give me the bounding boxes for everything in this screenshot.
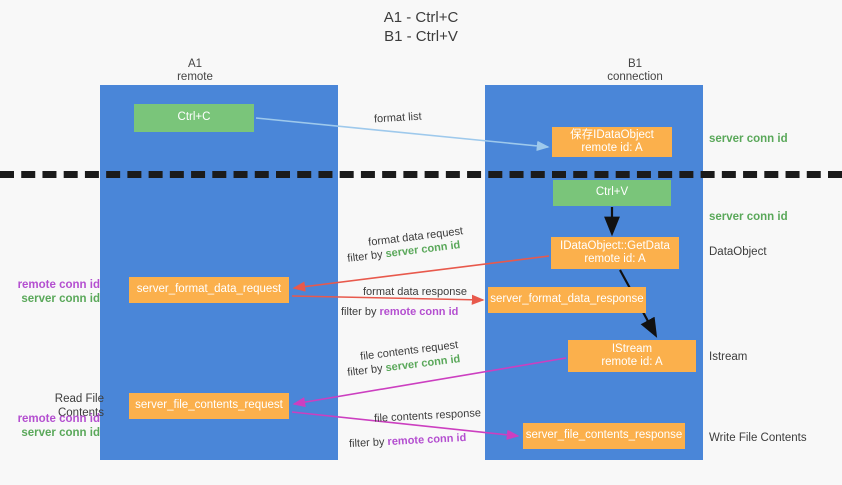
- node-save-idataobject-label: 保存IDataObject: [570, 128, 654, 141]
- node-ctrl-c-label: Ctrl+C: [177, 111, 211, 124]
- annotation-conn-ids-upper: remote conn id server conn id: [8, 278, 100, 306]
- caption-format-data-response: format data response: [363, 286, 467, 298]
- caption-format-data-response-filter: filter by remote conn id: [341, 305, 458, 320]
- lane-a1-name: A1: [187, 58, 203, 70]
- filter-value-remote-conn-id: remote conn id: [387, 431, 467, 449]
- annotation-conn-ids-lower: remote conn id server conn id: [8, 412, 100, 440]
- lane-header-b1: B1 connection: [565, 58, 705, 84]
- node-idataobject-getdata[interactable]: IDataObject::GetData remote id: A: [551, 237, 679, 269]
- filter-prefix: filter by: [348, 436, 388, 451]
- annotation-server-conn-id-2: server conn id: [21, 427, 100, 439]
- caption-file-contents-response-filter: filter by remote conn id: [349, 431, 467, 452]
- annotation-read-file-contents: Read File Contents: [54, 393, 104, 419]
- lane-header-a1: A1 remote: [125, 58, 265, 84]
- node-save-idataobject-sub: remote id: A: [581, 142, 643, 154]
- annotation-istream: Istream: [709, 351, 748, 363]
- node-server-file-contents-request[interactable]: server_file_contents_request: [129, 393, 289, 419]
- node-server-format-data-request[interactable]: server_format_data_request: [129, 277, 289, 303]
- filter-prefix: filter by: [346, 248, 387, 265]
- filter-prefix: filter by: [346, 362, 387, 379]
- node-getdata-sub: remote id: A: [584, 253, 646, 265]
- lane-b1-name: B1: [627, 58, 643, 70]
- annotation-dataobject: DataObject: [709, 246, 767, 258]
- caption-format-list: format list: [373, 110, 422, 126]
- node-ctrl-v[interactable]: Ctrl+V: [553, 180, 671, 206]
- annotation-server-conn-id-1: server conn id: [21, 293, 100, 305]
- node-getdata-label: IDataObject::GetData: [560, 239, 670, 252]
- node-istream[interactable]: IStream remote id: A: [568, 340, 696, 372]
- annotation-remote-conn-id-2: remote conn id: [17, 413, 100, 425]
- caption-file-contents-response: file contents response: [373, 407, 482, 425]
- node-ctrl-c[interactable]: Ctrl+C: [134, 104, 254, 132]
- node-server-file-contents-response[interactable]: server_file_contents_response: [523, 423, 685, 449]
- node-ctrl-v-label: Ctrl+V: [595, 186, 629, 199]
- node-istream-label: IStream: [611, 342, 653, 355]
- node-server-format-data-response[interactable]: server_format_data_response: [488, 287, 646, 313]
- page-title: A1 - Ctrl+C B1 - Ctrl+V: [0, 8, 842, 46]
- node-server-file-contents-response-label: server_file_contents_response: [525, 429, 683, 442]
- title-line-1: A1 - Ctrl+C: [383, 9, 459, 26]
- filter-prefix: filter by: [341, 306, 380, 318]
- phase-divider: [0, 171, 842, 178]
- node-save-idataobject[interactable]: 保存IDataObject remote id: A: [552, 127, 672, 157]
- node-istream-sub: remote id: A: [601, 356, 663, 368]
- node-server-format-data-request-label: server_format_data_request: [136, 283, 282, 296]
- node-server-format-data-response-label: server_format_data_response: [490, 293, 644, 306]
- annotation-write-file-contents: Write File Contents: [709, 432, 807, 444]
- annotation-server-conn-id-top: server conn id: [709, 133, 788, 145]
- lane-a1-role: remote: [177, 71, 213, 83]
- node-server-file-contents-request-label: server_file_contents_request: [135, 399, 283, 412]
- title-line-2: B1 - Ctrl+V: [384, 28, 458, 45]
- filter-value-remote-conn-id: remote conn id: [379, 306, 459, 318]
- lane-b1-role: connection: [607, 71, 663, 83]
- annotation-server-conn-id-mid: server conn id: [709, 211, 788, 223]
- annotation-remote-conn-id-1: remote conn id: [17, 279, 100, 291]
